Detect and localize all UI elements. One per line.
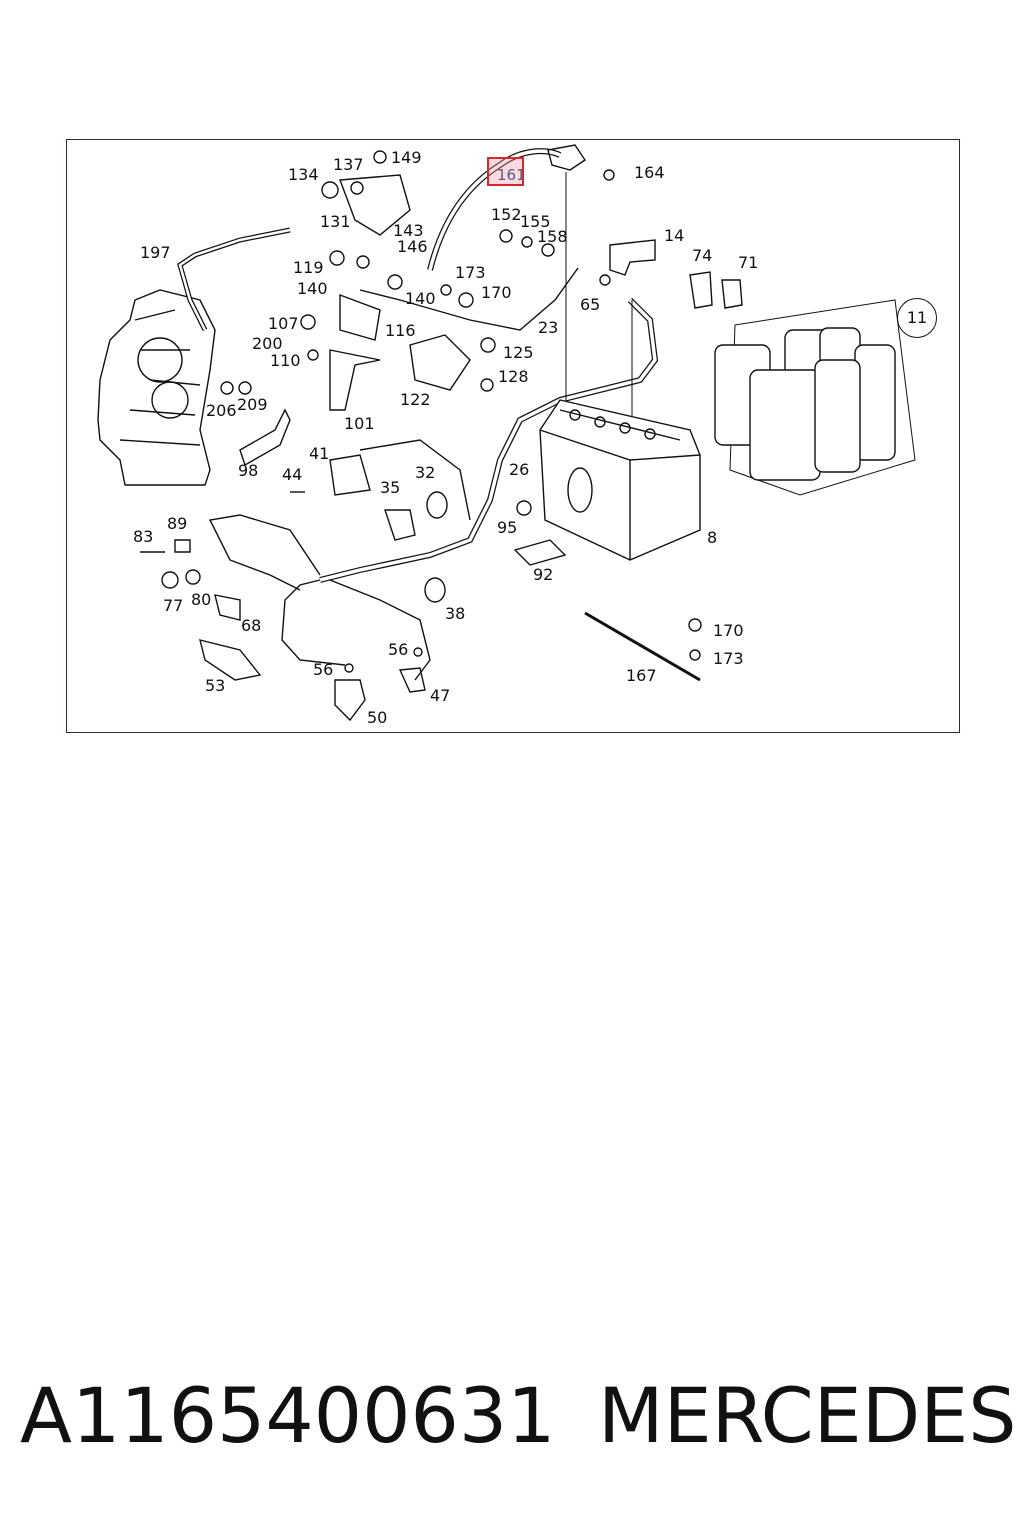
callout: 65 <box>580 295 601 314</box>
highlighted-callout-label: 161 <box>497 166 526 184</box>
callout: 50 <box>367 708 388 727</box>
callout: 14 <box>664 226 685 245</box>
callout: 140 <box>297 279 328 298</box>
callout: 128 <box>498 367 529 386</box>
callout: 152 <box>491 205 522 224</box>
callout: 98 <box>238 461 259 480</box>
callout: 71 <box>738 253 759 272</box>
engine-block <box>97 289 216 486</box>
callout: 26 <box>509 460 530 479</box>
callout: 32 <box>415 463 436 482</box>
callout: 158 <box>537 227 568 246</box>
callout: 209 <box>237 395 268 414</box>
part-number: A1165400631 <box>20 1371 556 1460</box>
callout: 170 <box>713 621 744 640</box>
callout: 23 <box>538 318 559 337</box>
callout: 95 <box>497 518 518 537</box>
callout: 8 <box>707 528 718 547</box>
callout: 125 <box>503 343 534 362</box>
callout: 122 <box>400 390 431 409</box>
callout: 35 <box>380 478 401 497</box>
callout: 197 <box>140 243 171 262</box>
callout: 38 <box>445 604 466 623</box>
callout: 173 <box>713 649 744 668</box>
callout: 173 <box>455 263 486 282</box>
battery-cells-11 <box>714 299 916 496</box>
callout: 80 <box>191 590 212 609</box>
callout: 170 <box>481 283 512 302</box>
callout: 68 <box>241 616 262 635</box>
highlighted-callout-161[interactable]: 161 <box>487 157 526 186</box>
callout: 200 <box>252 334 283 353</box>
small-parts <box>140 150 743 722</box>
battery-8 <box>539 399 701 561</box>
callout: 56 <box>388 640 409 659</box>
callout: 164 <box>634 163 665 182</box>
callout: 143 <box>393 221 424 240</box>
callout: 101 <box>344 414 375 433</box>
callout: 116 <box>385 321 416 340</box>
callout: 107 <box>268 314 299 333</box>
callout: 149 <box>391 148 422 167</box>
callout: 119 <box>293 258 324 277</box>
callout: 206 <box>206 401 237 420</box>
callout: 56 <box>313 660 334 679</box>
callout: 131 <box>320 212 351 231</box>
callout: 89 <box>167 514 188 533</box>
callout: 83 <box>133 527 154 546</box>
diagram-border <box>66 139 960 733</box>
diagram-drawing <box>97 144 916 722</box>
callout: 140 <box>405 289 436 308</box>
callout: 137 <box>333 155 364 174</box>
circled-callout-11: 11 <box>897 298 937 338</box>
callout: 41 <box>309 444 330 463</box>
callout: 47 <box>430 686 451 705</box>
callout: 77 <box>163 596 184 615</box>
callout: 53 <box>205 676 226 695</box>
callout: 110 <box>270 351 301 370</box>
callout: 155 <box>520 212 551 231</box>
callout: 134 <box>288 165 319 184</box>
callout: 92 <box>533 565 554 584</box>
brand-name: MERCEDES <box>598 1371 1017 1460</box>
callout: 146 <box>397 237 428 256</box>
callout: 167 <box>626 666 657 685</box>
callout: 74 <box>692 246 713 265</box>
callout: 44 <box>282 465 303 484</box>
footer-caption: A1165400631 MERCEDES <box>0 1370 1024 1470</box>
